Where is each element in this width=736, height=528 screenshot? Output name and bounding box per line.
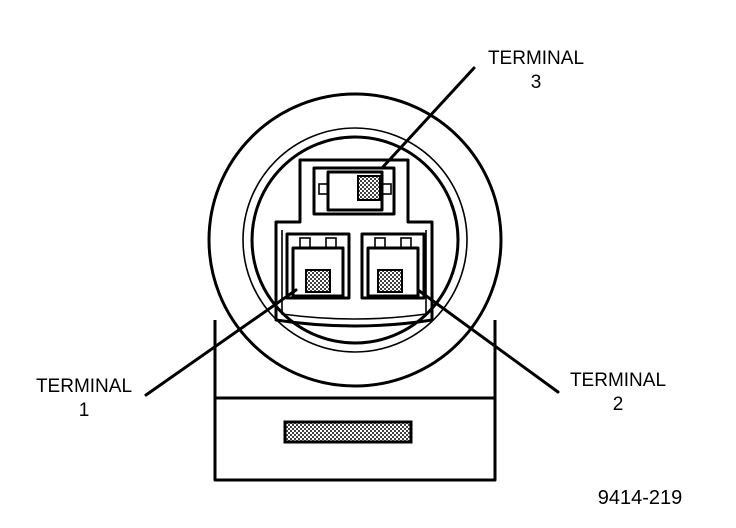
terminal-3-leader [380,66,476,170]
svg-text:2: 2 [613,394,624,415]
terminal-cavity [274,158,434,328]
svg-text:TERMINAL: TERMINAL [488,48,584,69]
connector-outer-ring [207,92,503,388]
terminal-1-socket [285,232,351,300]
svg-text:1: 1 [79,400,90,421]
svg-text:3: 3 [531,72,542,93]
connector-face [250,135,460,345]
terminal-1-leader [144,288,298,397]
svg-text:TERMINAL: TERMINAL [570,370,666,391]
terminal-2-label: TERMINAL 2 [570,370,666,415]
terminal-2-leader [416,288,560,394]
terminal-2-socket [360,232,426,300]
svg-text:TERMINAL: TERMINAL [36,376,132,397]
figure-number: 9414-219 [598,487,683,509]
terminal-1-label: TERMINAL 1 [36,376,132,421]
terminal-3-socket [312,166,396,216]
connector-inner-ring [242,127,468,353]
latch-slot [283,420,413,444]
terminal-3-label: TERMINAL 3 [488,48,584,93]
connector-housing-base [213,320,497,482]
